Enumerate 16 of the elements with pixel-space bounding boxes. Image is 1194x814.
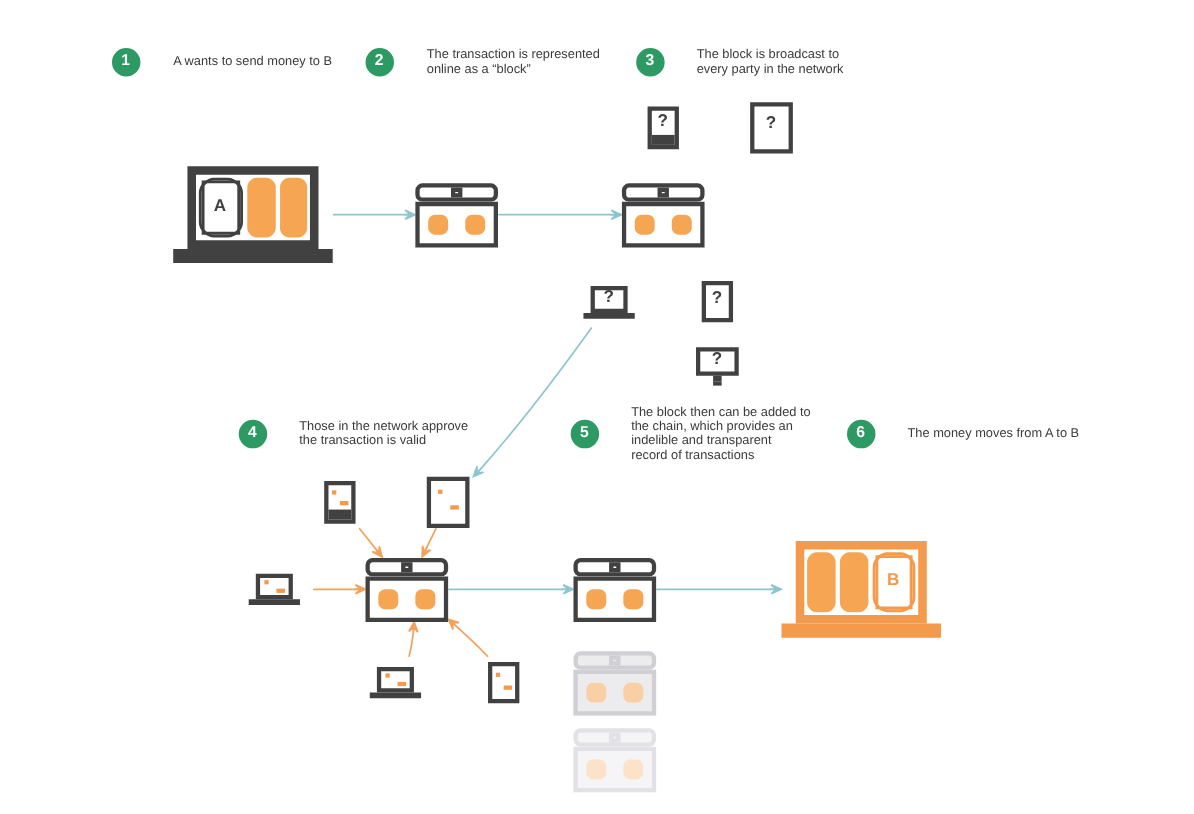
arrow bbox=[497, 209, 623, 221]
arrow bbox=[312, 584, 367, 595]
arrow bbox=[655, 584, 782, 595]
node-circle: 3 bbox=[636, 48, 665, 77]
arrow bbox=[447, 618, 489, 658]
arrow bbox=[447, 584, 575, 595]
arrow bbox=[421, 527, 438, 558]
node-circle: 1 bbox=[111, 48, 141, 77]
node-circle: 6 bbox=[847, 419, 876, 449]
node-circle: 2 bbox=[365, 48, 394, 77]
arrow bbox=[332, 209, 416, 221]
arrow bbox=[358, 527, 383, 558]
arrow bbox=[472, 326, 593, 478]
node-circle: 4 bbox=[238, 419, 268, 449]
arrow bbox=[408, 621, 419, 658]
node-circle: 5 bbox=[570, 419, 600, 449]
